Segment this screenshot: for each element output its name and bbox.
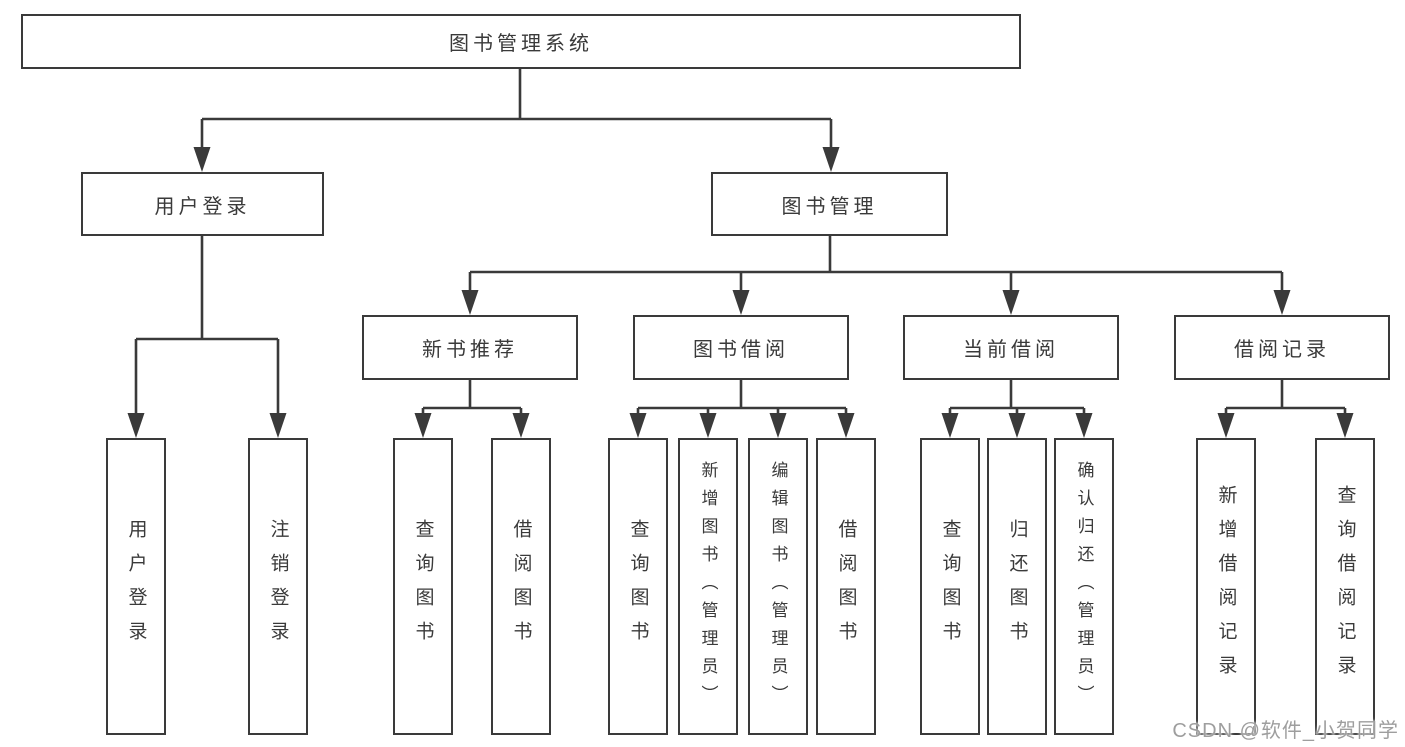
leaf-label: 借阅图书 [510, 518, 532, 655]
leaf-label: 查询图书 [627, 518, 649, 655]
leaf-confirm-return-admin: 确认归还（管理员） [1054, 438, 1114, 735]
leaf-label: 用户登录 [125, 518, 147, 655]
node-label: 图书管理 [781, 195, 878, 218]
leaf-query-borrow-record: 查询借阅记录 [1315, 438, 1375, 735]
leaf-label: 借阅图书 [835, 518, 857, 655]
node-current-borrowing: 当前借阅 [903, 315, 1119, 380]
node-book-management: 图书管理 [711, 172, 948, 236]
leaf-logout: 注销登录 [248, 438, 308, 735]
leaf-query-books: 查询图书 [920, 438, 980, 735]
leaf-label: 注销登录 [267, 518, 289, 655]
leaf-label: 新增借阅记录 [1215, 484, 1237, 689]
leaf-borrow-books: 借阅图书 [491, 438, 551, 735]
leaf-borrow-books: 借阅图书 [816, 438, 876, 735]
node-label: 新书推荐 [422, 339, 518, 361]
leaf-label: 查询图书 [412, 518, 434, 655]
node-label: 用户登录 [154, 195, 251, 218]
leaf-edit-books-admin: 编辑图书（管理员） [748, 438, 808, 735]
leaf-query-books: 查询图书 [393, 438, 453, 735]
node-label: 当前借阅 [963, 339, 1059, 361]
node-new-book-recommend: 新书推荐 [362, 315, 578, 380]
leaf-query-books: 查询图书 [608, 438, 668, 735]
node-label: 借阅记录 [1234, 339, 1330, 361]
leaf-user-login: 用户登录 [106, 438, 166, 735]
csdn-watermark: CSDN @软件_小贺同学 [1172, 720, 1399, 742]
leaf-label: 编辑图书（管理员） [768, 460, 788, 713]
leaf-label: 确认归还（管理员） [1074, 460, 1094, 713]
node-label: 图书借阅 [693, 339, 789, 361]
node-borrow-records: 借阅记录 [1174, 315, 1390, 380]
leaf-add-books-admin: 新增图书（管理员） [678, 438, 738, 735]
node-label: 图书管理系统 [449, 33, 593, 55]
node-book-borrowing: 图书借阅 [633, 315, 849, 380]
node-library-management-system: 图书管理系统 [21, 14, 1021, 69]
leaf-label: 新增图书（管理员） [698, 460, 718, 713]
leaf-label: 归还图书 [1006, 518, 1028, 655]
node-user-login: 用户登录 [81, 172, 324, 236]
leaf-return-books: 归还图书 [987, 438, 1047, 735]
leaf-label: 查询图书 [939, 518, 961, 655]
leaf-label: 查询借阅记录 [1334, 484, 1356, 689]
leaf-add-borrow-record: 新增借阅记录 [1196, 438, 1256, 735]
